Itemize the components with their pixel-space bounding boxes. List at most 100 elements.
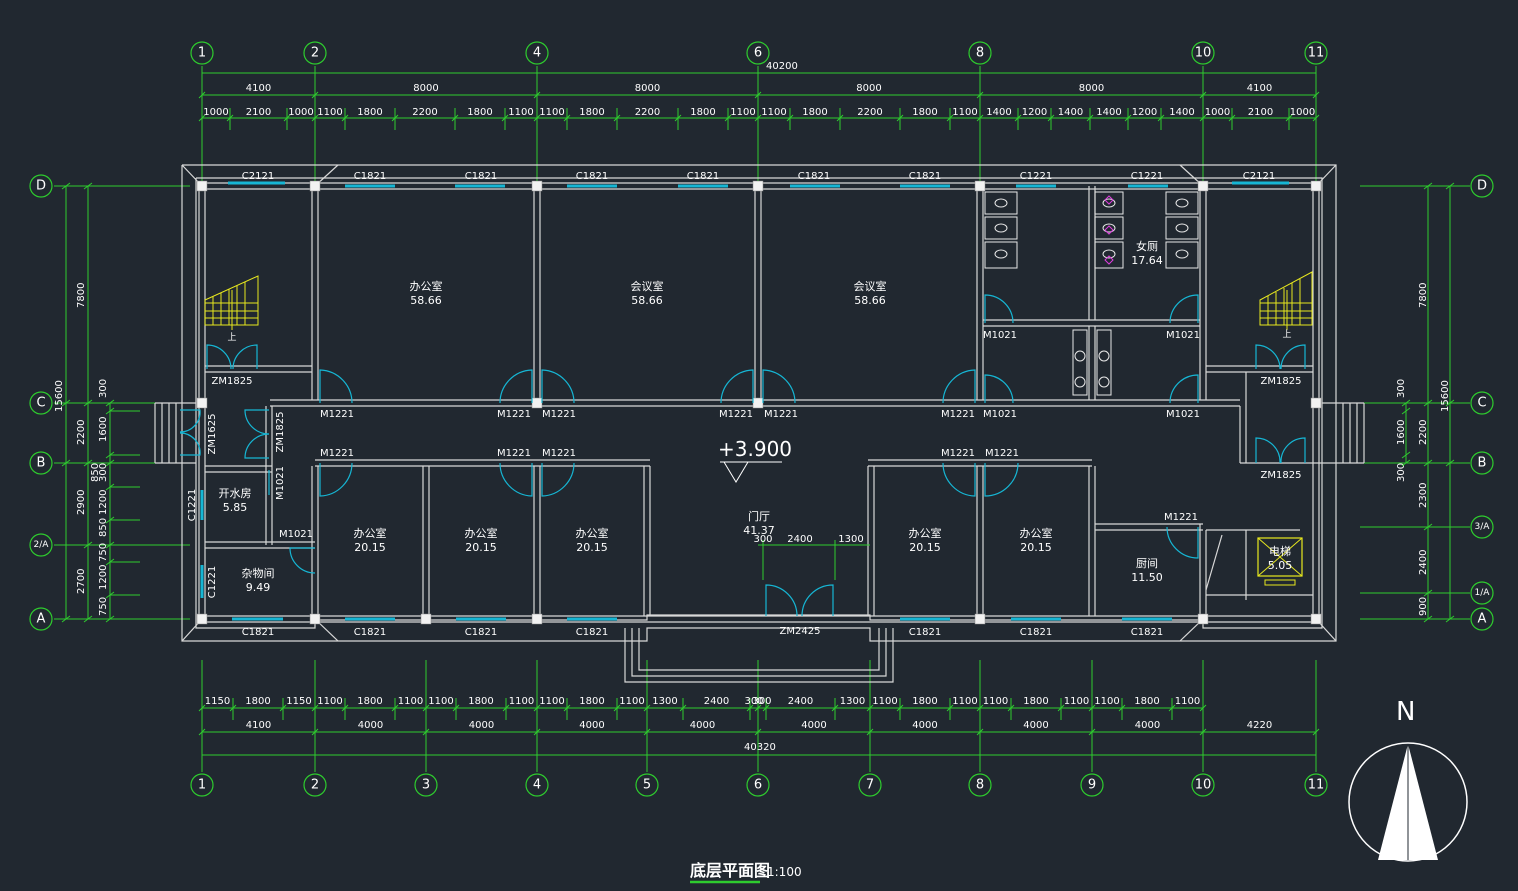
dimension-value: 2400 bbox=[788, 696, 813, 707]
grid-label: 9 bbox=[1088, 778, 1096, 793]
svg-text:7800: 7800 bbox=[76, 283, 87, 308]
dimension-value: 1800 bbox=[468, 696, 493, 707]
overall-bottom-dim: 40320 bbox=[744, 742, 776, 753]
dimension-value: 1100 bbox=[872, 696, 897, 707]
dimension-value: 1100 bbox=[983, 696, 1008, 707]
grid-label: 3/A bbox=[1475, 522, 1491, 532]
dimension-value: 2200 bbox=[412, 107, 437, 118]
opening-label: M1021 bbox=[1166, 330, 1200, 341]
dimension-value: 1100 bbox=[730, 107, 755, 118]
svg-text:300: 300 bbox=[1396, 463, 1407, 482]
dimension-value: 1800 bbox=[802, 107, 827, 118]
opening-label: M1021 bbox=[1166, 409, 1200, 420]
dimension-value: 1100 bbox=[539, 696, 564, 707]
room-name: 办公室 bbox=[465, 526, 498, 540]
dimension-value: 1200 bbox=[1022, 107, 1047, 118]
right-dimensions: 15600 7800 2200 2300 2400 900 300 1600 3… bbox=[1396, 182, 1455, 623]
room-name: 办公室 bbox=[576, 526, 609, 540]
dimension-value: 1800 bbox=[912, 696, 937, 707]
dimension-value: 4000 bbox=[801, 720, 826, 731]
grid-label: 8 bbox=[976, 46, 984, 61]
total-depth-left: 15600 bbox=[54, 380, 65, 412]
dimension-value: 1150 bbox=[286, 696, 311, 707]
svg-text:7800: 7800 bbox=[1418, 283, 1429, 308]
grid-label: 7 bbox=[866, 778, 874, 793]
room-area: 9.49 bbox=[246, 581, 271, 594]
opening-label: M1221 bbox=[941, 409, 975, 420]
room-name: 电梯 bbox=[1269, 545, 1291, 558]
grid-bubble-left: C bbox=[29, 391, 53, 415]
grid-label: 6 bbox=[754, 778, 762, 793]
opening-label: M1221 bbox=[1164, 512, 1198, 523]
room-name: 门厅 bbox=[748, 509, 770, 523]
grid-bubble-right: 1/A bbox=[1470, 581, 1494, 605]
grid-bubble-bottom: 6 bbox=[746, 773, 770, 797]
dimension-value: 300 bbox=[752, 696, 771, 707]
dimension-value: 1150 bbox=[205, 696, 230, 707]
dimension-value: 1100 bbox=[398, 696, 423, 707]
grid-bubble-bottom: 5 bbox=[635, 773, 659, 797]
dimension-value: 1000 bbox=[203, 107, 228, 118]
dimension-value: 4100 bbox=[246, 83, 271, 94]
svg-text:300: 300 bbox=[98, 379, 109, 398]
opening-label: M1221 bbox=[719, 409, 753, 420]
svg-text:850: 850 bbox=[90, 463, 101, 482]
grid-label: 5 bbox=[643, 778, 651, 793]
opening-label: ZM1825 bbox=[1261, 376, 1302, 387]
dimension-value: 4000 bbox=[912, 720, 937, 731]
grid-bubble-top: 11 bbox=[1304, 41, 1328, 65]
opening-label: C1821 bbox=[242, 627, 274, 638]
opening-label: C1821 bbox=[798, 171, 830, 182]
dimension-value: 4000 bbox=[690, 720, 715, 731]
grid-bubble-left: A bbox=[29, 607, 53, 631]
grid-label: C bbox=[36, 396, 45, 411]
opening-label: M1021 bbox=[983, 330, 1017, 341]
room-name: 会议室 bbox=[854, 279, 887, 293]
structural-columns bbox=[196, 180, 1322, 625]
room-area: 20.15 bbox=[465, 541, 497, 554]
dimension-value: 1300 bbox=[652, 696, 677, 707]
dimension-value: 1100 bbox=[509, 696, 534, 707]
opening-label: M1221 bbox=[542, 448, 576, 459]
opening-label: M1221 bbox=[320, 409, 354, 420]
room-labels: 办公室58.66会议室58.66会议室58.66女厕17.64开水房5.85杂物… bbox=[219, 239, 1293, 594]
grid-bubble-bottom: 7 bbox=[858, 773, 882, 797]
opening-label: ZM1625 bbox=[207, 414, 218, 455]
opening-label: M1221 bbox=[941, 448, 975, 459]
room-name: 会议室 bbox=[631, 279, 664, 293]
dimension-value: 1000 bbox=[1290, 107, 1315, 118]
stair-up-label-left: 上 bbox=[227, 332, 236, 343]
svg-text:2200: 2200 bbox=[1418, 420, 1429, 445]
grid-label: 8 bbox=[976, 778, 984, 793]
grid-bubble-bottom: 9 bbox=[1080, 773, 1104, 797]
grid-label: 2 bbox=[311, 46, 319, 61]
grid-bubble-bottom: 4 bbox=[525, 773, 549, 797]
opening-label: C1221 bbox=[187, 489, 198, 521]
dimension-value: 1200 bbox=[1132, 107, 1157, 118]
elevation-text: +3.900 bbox=[718, 437, 792, 461]
room-area: 58.66 bbox=[854, 294, 886, 307]
room-area: 20.15 bbox=[1020, 541, 1052, 554]
dimension-value: 1400 bbox=[986, 107, 1011, 118]
dimension-value: 1800 bbox=[912, 107, 937, 118]
room-name: 厨间 bbox=[1136, 557, 1158, 570]
grid-bubble-bottom: 10 bbox=[1191, 773, 1215, 797]
dimension-value: 8000 bbox=[635, 83, 660, 94]
grid-bubble-top: 4 bbox=[525, 41, 549, 65]
dimension-value: 1800 bbox=[357, 107, 382, 118]
dimension-value: 4000 bbox=[358, 720, 383, 731]
dimension-value: 2400 bbox=[704, 696, 729, 707]
dimension-value: 1100 bbox=[1064, 696, 1089, 707]
svg-text:750: 750 bbox=[98, 543, 109, 562]
svg-text:2200: 2200 bbox=[76, 420, 87, 445]
drawing-title: 底层平面图 1:100 bbox=[690, 861, 802, 884]
room-label: 电梯5.05 bbox=[1268, 545, 1293, 572]
grid-bubble-top: 8 bbox=[968, 41, 992, 65]
svg-text:1200: 1200 bbox=[98, 565, 109, 590]
